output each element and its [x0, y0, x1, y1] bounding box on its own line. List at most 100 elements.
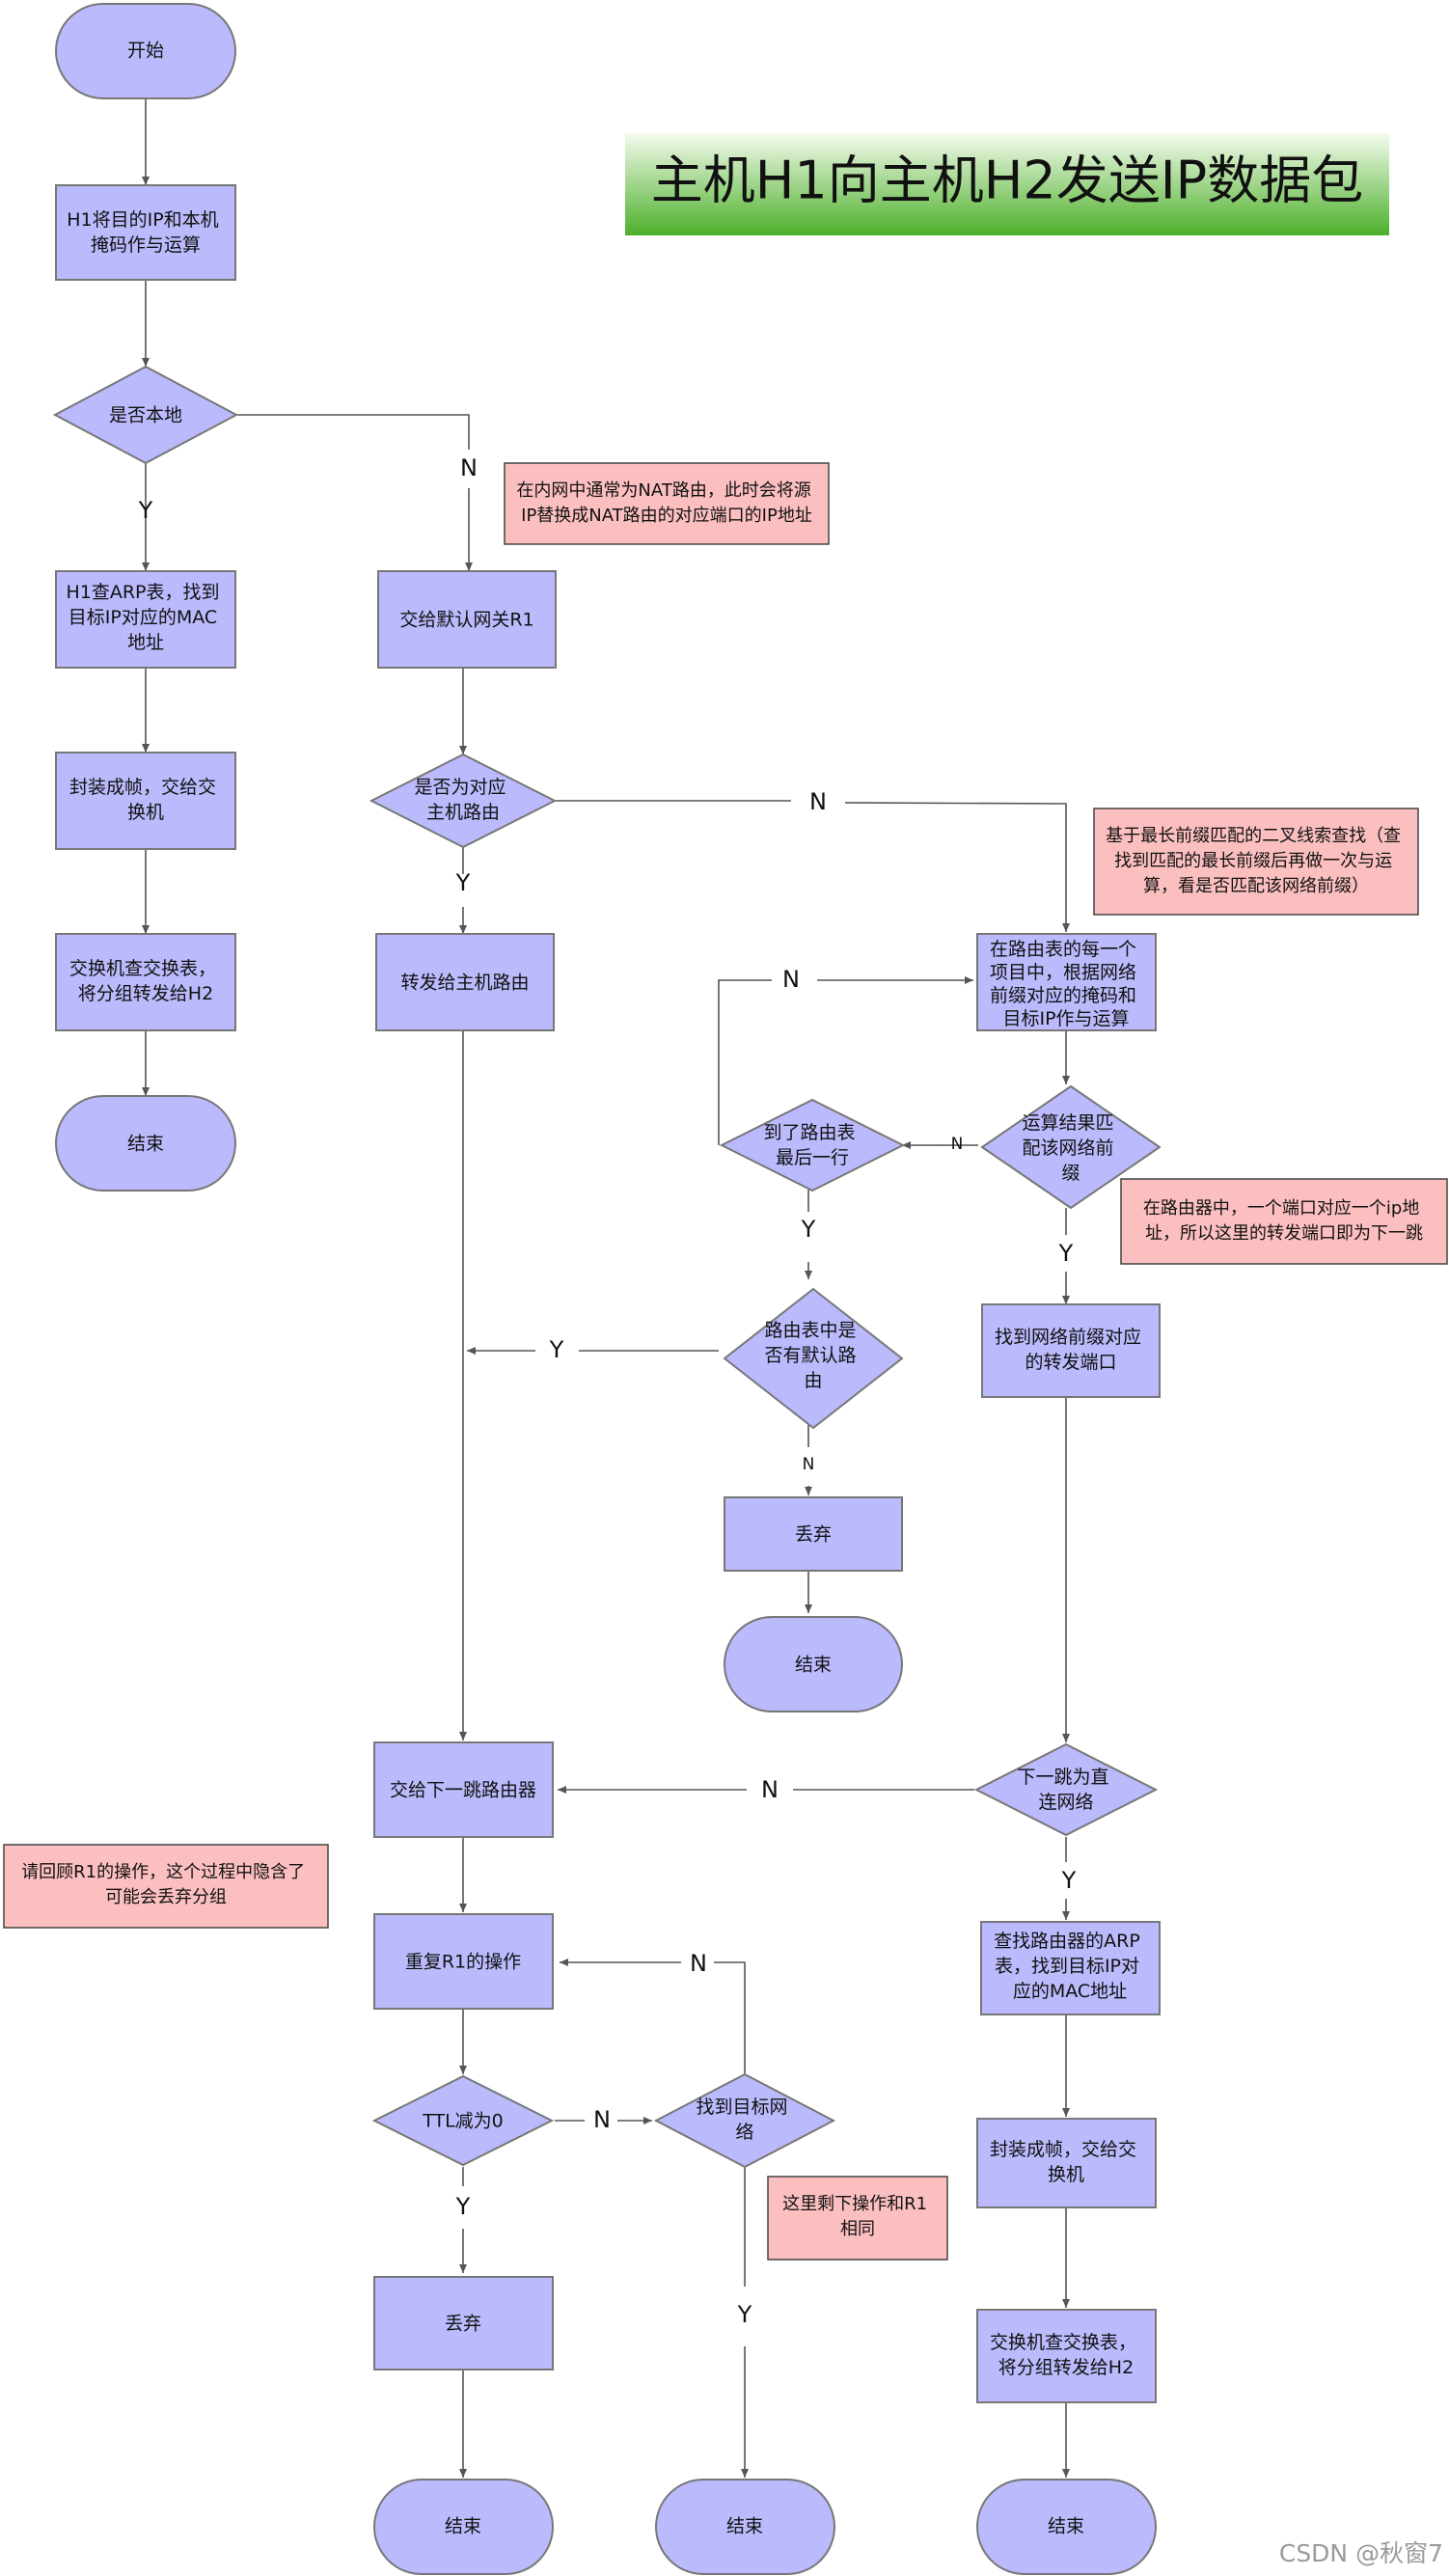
svg-text:在路由表的每一个 项目中，根据网络: 在路由表的每一个 项目中，根据网络 前缀对应的掩码和 目标IP作与运算	[990, 939, 1142, 1029]
switch-1-line-1: 交换机查交换表，	[69, 958, 216, 979]
note-nat: 在内网中通常为NAT路由，此时会将源 IP替换成NAT路由的对应端口的IP地址	[504, 462, 830, 545]
note-port-line-1: 在路由器中，一个端口对应一个ip地	[1143, 1198, 1419, 1219]
note-prefix-line-1: 基于最长前缀匹配的二叉线索查找（查	[1106, 826, 1401, 846]
connectors	[142, 98, 1070, 2478]
is-direct-line-1: 下一跳为直	[1017, 1767, 1108, 1788]
svg-text:在内网中通常为NAT路由，此时会将源 IP替: 在内网中通常为NAT路由，此时会将源 IP替换成NAT路由的对应端口的IP地址	[516, 480, 816, 526]
is-direct-line-2: 连网络	[1038, 1792, 1093, 1813]
start-terminal: 开始	[55, 3, 236, 99]
note-same-line-2: 相同	[840, 2219, 875, 2239]
h1-mask-line-1: H1将目的IP和本机	[67, 209, 218, 231]
route-each-line-1: 在路由表的每一个	[990, 939, 1136, 960]
route-each-line-3: 前缀对应的掩码和	[990, 985, 1136, 1006]
wrap-frame-2-line-1: 封装成帧，交给交	[990, 2139, 1136, 2160]
repeat-r1-process: 重复R1的操作	[373, 1913, 554, 2010]
note-port-line-2: 址，所以这里的转发端口即为下一跳	[1145, 1223, 1423, 1244]
svg-text:运算结果匹 配该网络前 缀: 运算结果匹 配该网络前 缀	[1022, 1112, 1119, 1184]
note-recall-line-2: 可能会丢弃分组	[105, 1887, 227, 1907]
label-y-ttl: Y	[455, 2193, 471, 2220]
last-row-line-1: 到了路由表	[763, 1122, 855, 1143]
default-route-line-1: 路由表中是	[764, 1320, 856, 1341]
h1-mask-line-2: 掩码作与运算	[91, 234, 201, 256]
label-n-match: N	[951, 1135, 964, 1154]
svg-text:找到网络前缀对应 的转发端口: 找到网络前缀对应 的转发端口	[995, 1327, 1147, 1373]
switch-1-process: 交换机查交换表， 将分组转发给H2	[55, 933, 236, 1031]
nodes: 开始 H1将目的IP和本机 掩码作与运算 是否本地 H1查ARP表，找到 目标I…	[52, 3, 1162, 2575]
end-2-terminal: 结束	[724, 1616, 903, 1713]
has-default-route-decision: 路由表中是 否有默认路 由	[723, 1287, 904, 1430]
discard-1-process: 丢弃	[724, 1496, 903, 1572]
end-5-label: 结束	[1048, 2516, 1084, 2537]
to-next-router-label: 交给下一跳路由器	[390, 1780, 536, 1801]
note-prefix-line-2: 找到匹配的最长前缀后再做一次与运	[1114, 851, 1392, 871]
match-prefix-line-2: 配该网络前	[1022, 1137, 1113, 1159]
svg-text:封装成帧，交给交 换机: 封装成帧，交给交 换机	[990, 2139, 1142, 2185]
label-y-host-route: Y	[455, 869, 471, 896]
default-route-line-3: 由	[804, 1370, 822, 1391]
repeat-r1-label: 重复R1的操作	[405, 1952, 521, 1973]
router-arp-process: 查找路由器的ARP 表，找到目标IP对 应的MAC地址	[980, 1921, 1161, 2015]
discard-2-label: 丢弃	[445, 2314, 481, 2335]
note-nat-line-1: 在内网中通常为NAT路由，此时会将源	[516, 480, 810, 501]
label-n-find-target: N	[690, 1950, 707, 1977]
svg-text:到了路由表 最后一行: 到了路由表 最后一行	[763, 1122, 861, 1168]
router-arp-line-3: 应的MAC地址	[1013, 1981, 1127, 2002]
router-arp-line-2: 表，找到目标IP对	[995, 1956, 1139, 1977]
start-label: 开始	[127, 41, 164, 62]
svg-text:封装成帧，交给交 换机: 封装成帧，交给交 换机	[69, 777, 222, 823]
branch-labels: Y N Y N N N Y Y N Y N Y N N Y Y	[138, 454, 1077, 2328]
label-n-host-route: N	[809, 788, 827, 815]
label-y-find-target: Y	[737, 2301, 752, 2328]
match-prefix-decision: 运算结果匹 配该网络前 缀	[980, 1084, 1162, 1210]
end-4-label: 结束	[726, 2516, 763, 2537]
svg-text:下一跳为直 连网络: 下一跳为直 连网络	[1017, 1767, 1114, 1813]
svg-text:基于最长前缀匹配的二叉线索查找（查 找到匹配: 基于最长前缀匹配的二叉线索查找（查 找到匹配的最长前缀后再做一次与运 算，看是否…	[1106, 826, 1407, 896]
end-1-terminal: 结束	[55, 1095, 236, 1192]
end-5-terminal: 结束	[976, 2479, 1157, 2575]
switch-2-line-1: 交换机查交换表，	[990, 2332, 1136, 2353]
to-next-router-process: 交给下一跳路由器	[373, 1741, 554, 1838]
wrap-frame-2-line-2: 换机	[1048, 2164, 1084, 2185]
forward-host-route-process: 转发给主机路由	[375, 933, 555, 1031]
wrap-frame-1-line-1: 封装成帧，交给交	[69, 777, 216, 798]
h1-arp-line-2: 目标IP对应的MAC	[68, 607, 217, 628]
find-target-line-1: 找到目标网	[696, 2096, 787, 2118]
find-target-net-decision: 找到目标网 络	[653, 2072, 836, 2169]
is-direct-decision: 下一跳为直 连网络	[973, 1742, 1159, 1837]
svg-text:交换机查交换表， 将分组转发给H2: 交换机查交换表， 将分组转发给H2	[69, 958, 222, 1004]
match-prefix-line-1: 运算结果匹	[1022, 1112, 1113, 1134]
note-same-line-1: 这里剩下操作和R1	[782, 2194, 927, 2214]
label-n-loop: N	[782, 966, 800, 993]
svg-text:请回顾R1的操作，这个过程中隐含了 可能会丢: 请回顾R1的操作，这个过程中隐含了 可能会丢弃分组	[21, 1862, 311, 1907]
forward-host-route-label: 转发给主机路由	[400, 973, 529, 994]
wrap-frame-2-process: 封装成帧，交给交 换机	[976, 2118, 1157, 2208]
last-row-decision: 到了路由表 最后一行	[719, 1098, 906, 1192]
find-port-line-2: 的转发端口	[1025, 1352, 1116, 1373]
note-same-as-r1: 这里剩下操作和R1 相同	[767, 2176, 948, 2261]
label-y-local: Y	[138, 497, 153, 524]
route-each-line-2: 项目中，根据网络	[990, 962, 1136, 983]
label-y-default-route: Y	[549, 1336, 564, 1363]
default-route-line-2: 否有默认路	[764, 1345, 856, 1366]
ttl-zero-label: TTL减为0	[422, 2111, 504, 2132]
svg-text:这里剩下操作和R1 相同: 这里剩下操作和R1 相同	[782, 2194, 933, 2239]
note-recall-line-1: 请回顾R1的操作，这个过程中隐含了	[21, 1862, 305, 1882]
watermark: CSDN @秋窗7	[1279, 2539, 1443, 2567]
last-row-line-2: 最后一行	[776, 1147, 849, 1168]
svg-text:H1将目的IP和本机 掩码作与运算: H1将目的IP和本机 掩码作与运算	[67, 209, 224, 256]
discard-1-label: 丢弃	[795, 1524, 832, 1546]
switch-2-line-2: 将分组转发给H2	[998, 2357, 1134, 2378]
notes: 在内网中通常为NAT路由，此时会将源 IP替换成NAT路由的对应端口的IP地址 …	[3, 462, 1448, 2261]
svg-text:H1查ARP表，找到 目标IP对应的MAC: H1查ARP表，找到 目标IP对应的MAC 地址	[66, 582, 225, 653]
find-port-process: 找到网络前缀对应 的转发端口	[981, 1303, 1161, 1398]
note-longest-prefix: 基于最长前缀匹配的二叉线索查找（查 找到匹配的最长前缀后再做一次与运 算，看是否…	[1093, 808, 1419, 916]
label-n-default-route: N	[803, 1455, 815, 1474]
label-n-direct: N	[761, 1776, 779, 1803]
to-gateway-process: 交给默认网关R1	[377, 570, 557, 669]
is-local-decision: 是否本地	[52, 365, 239, 465]
note-prefix-line-3: 算，看是否匹配该网络前缀）	[1143, 876, 1369, 896]
h1-mask-process: H1将目的IP和本机 掩码作与运算	[55, 184, 236, 281]
is-host-route-line-2: 主机路由	[426, 802, 500, 823]
is-host-route-decision: 是否为对应 主机路由	[369, 753, 558, 849]
note-port-ip: 在路由器中，一个端口对应一个ip地 址，所以这里的转发端口即为下一跳	[1120, 1178, 1448, 1265]
